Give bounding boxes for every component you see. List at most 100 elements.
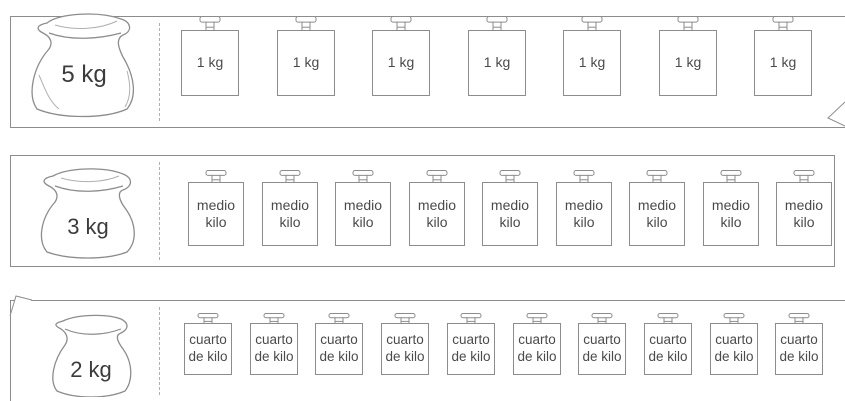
weight-hook-icon — [793, 170, 815, 185]
weight-text: 1 kg — [483, 54, 511, 71]
weight-hook-icon — [426, 170, 448, 185]
weight-text-line2: kilo — [426, 214, 448, 230]
weight-text-line1: medio — [417, 196, 457, 213]
weight-text-line2: kilo — [352, 214, 374, 230]
weight-hook-icon — [573, 170, 595, 185]
weight-text-line2: kilo — [573, 214, 595, 230]
weight-text-line2: kilo — [279, 214, 301, 230]
weight-text-line1: cuarto — [715, 332, 753, 348]
weight-text-line2: kilo — [205, 214, 227, 230]
weight-text-line2: kilo — [793, 214, 815, 230]
weight-text-line2: kilo — [646, 214, 668, 230]
weight-label: 1 kg — [563, 30, 621, 96]
weight-text-line1: medio — [564, 196, 604, 213]
weight-text: 1 kg — [674, 54, 702, 71]
weight-label: 1 kg — [754, 30, 812, 96]
weight-icon: 1 kg — [659, 16, 717, 96]
weight-text: 1 kg — [769, 54, 797, 71]
weight-label: 1 kg — [372, 30, 430, 96]
corner-fold-icon — [9, 295, 32, 317]
weight-text-line2: de kilo — [582, 349, 622, 364]
weight-hook-icon — [263, 313, 285, 326]
weight-text-line2: de kilo — [385, 349, 425, 364]
weight-text-line1: medio — [784, 196, 824, 213]
weight-text-line1: cuarto — [583, 332, 621, 348]
weight-icon: 1 kg — [754, 16, 812, 96]
strip-2kg: 2 kg — [10, 300, 845, 401]
weight-text-line2: kilo — [499, 214, 521, 230]
weight-text-line2: de kilo — [254, 349, 294, 364]
weight-text: 1 kg — [196, 54, 224, 71]
sack-icon: 3 kg — [29, 164, 147, 259]
weight-icon: 1 kg — [277, 16, 335, 96]
weight-icon: 1 kg — [563, 16, 621, 96]
weight-icon: 1 kg — [181, 16, 239, 96]
divider — [159, 23, 160, 121]
weight-hook-icon — [677, 16, 699, 33]
weight-label: 1 kg — [468, 30, 526, 96]
weight-text-line1: cuarto — [320, 332, 358, 348]
weight-hook-icon — [394, 313, 416, 326]
weight-text-line2: de kilo — [517, 349, 557, 364]
weight-hook-icon — [499, 170, 521, 185]
weight-hook-icon — [646, 170, 668, 185]
weight-text-line2: de kilo — [648, 349, 688, 364]
weight-text-line1: medio — [711, 196, 751, 213]
weight-text-line1: medio — [490, 196, 530, 213]
weight-text-line2: de kilo — [714, 349, 754, 364]
weight-text-line2: de kilo — [319, 349, 359, 364]
sack-label-5kg: 5 kg — [61, 61, 107, 88]
weight-text-line1: medio — [270, 196, 310, 213]
weight-text-line1: medio — [196, 196, 236, 213]
weight-icon: 1 kg — [468, 16, 526, 96]
weight-text-line1: cuarto — [452, 332, 490, 348]
weight-text-line2: de kilo — [451, 349, 491, 364]
corner-fold-icon — [827, 101, 845, 127]
weight-text-line1: cuarto — [189, 332, 227, 348]
sack-label-3kg: 3 kg — [67, 214, 109, 239]
weight-hook-icon — [328, 313, 350, 326]
weight-text-line2: kilo — [720, 214, 742, 230]
weight-hook-icon — [526, 313, 548, 326]
weight-label: 1 kg — [659, 30, 717, 96]
weight-text-line1: medio — [637, 196, 677, 213]
divider — [159, 307, 160, 395]
